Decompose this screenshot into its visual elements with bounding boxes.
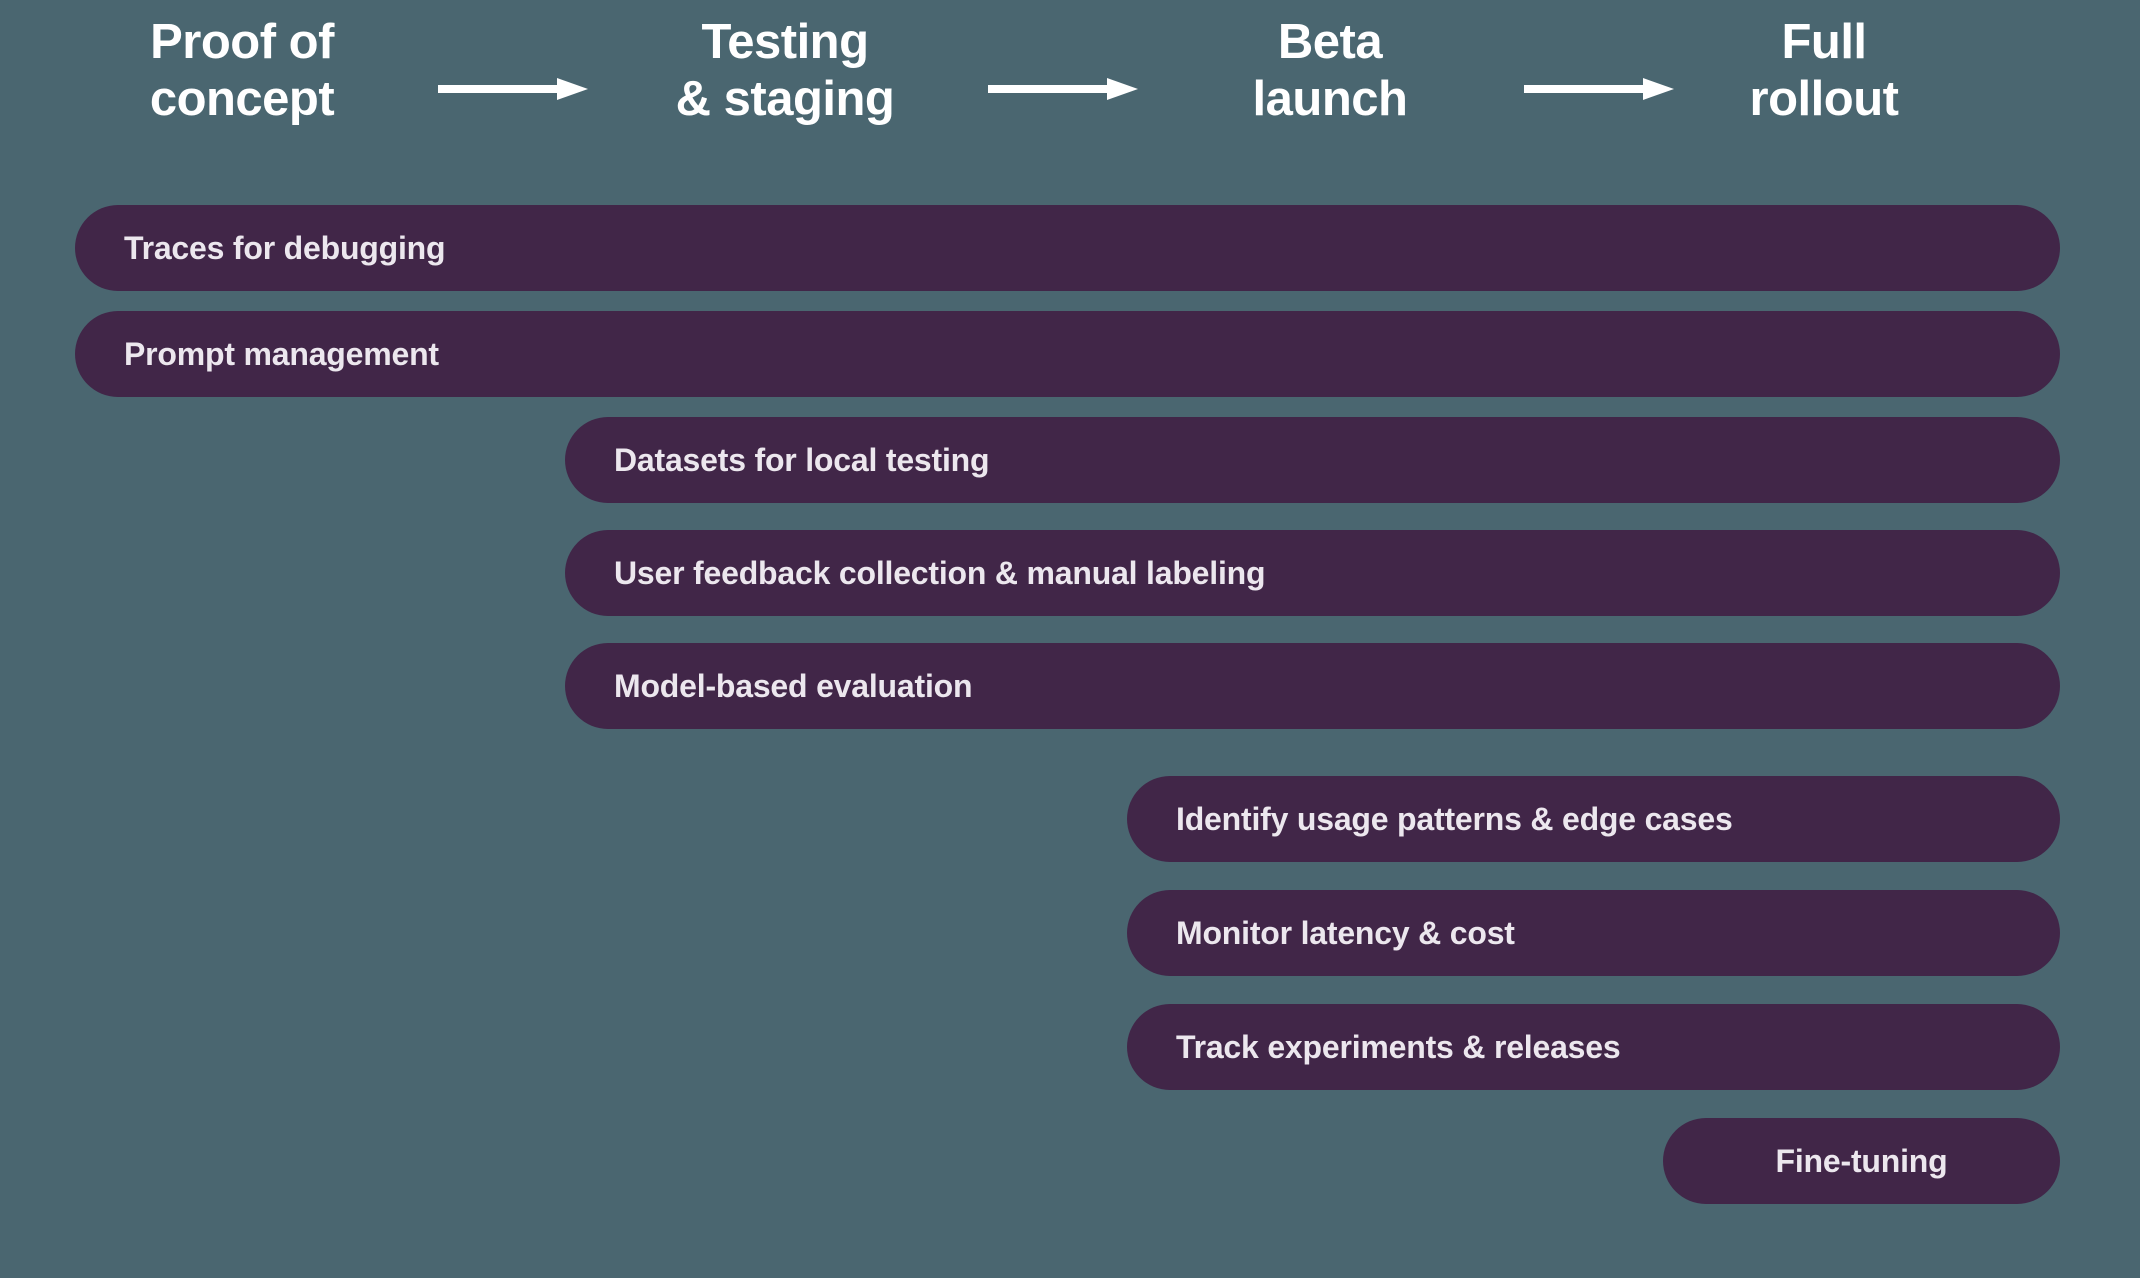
arrow-head (1643, 78, 1674, 100)
phase-label-beta-launch: Beta launch (1252, 15, 1408, 126)
capability-bar-label: Traces for debugging (124, 229, 446, 266)
capability-bar[interactable]: Prompt management (75, 311, 2060, 397)
arrow-shaft (1524, 85, 1648, 93)
capability-bar-label: Prompt management (124, 335, 439, 372)
capability-bar-label: Model-based evaluation (614, 667, 973, 704)
capability-bar[interactable]: Identify usage patterns & edge cases (1127, 776, 2060, 862)
phase-header-row: Proof of concept Testing & staging Beta … (0, 0, 2140, 180)
capability-bar[interactable]: Datasets for local testing (565, 417, 2060, 503)
capability-bar[interactable]: Model-based evaluation (565, 643, 2060, 729)
capability-bar-label: Monitor latency & cost (1176, 914, 1515, 951)
capability-bar[interactable]: Traces for debugging (75, 205, 2060, 291)
right-arrow-icon-1 (438, 78, 588, 100)
capability-bar[interactable]: Track experiments & releases (1127, 1004, 2060, 1090)
capability-bar[interactable]: Fine-tuning (1663, 1118, 2060, 1204)
capability-bar[interactable]: Monitor latency & cost (1127, 890, 2060, 976)
capability-bar-label: Identify usage patterns & edge cases (1176, 800, 1733, 837)
right-arrow-icon-3 (1524, 78, 1674, 100)
capability-bar[interactable]: User feedback collection & manual labeli… (565, 530, 2060, 616)
right-arrow-icon-2 (988, 78, 1138, 100)
phase-label-proof-of-concept: Proof of concept (149, 15, 335, 126)
capability-bar-label: Datasets for local testing (614, 441, 990, 478)
arrow-shaft (988, 85, 1112, 93)
arrow-head (557, 78, 588, 100)
capability-bar-label: Track experiments & releases (1176, 1028, 1621, 1065)
phase-label-full-rollout: Full rollout (1749, 15, 1899, 126)
capability-bar-label: User feedback collection & manual labeli… (614, 554, 1266, 591)
arrow-shaft (438, 85, 562, 93)
phase-label-testing-and-staging: Testing & staging (675, 15, 895, 126)
arrow-head (1107, 78, 1138, 100)
capability-bar-label: Fine-tuning (1775, 1142, 1948, 1179)
